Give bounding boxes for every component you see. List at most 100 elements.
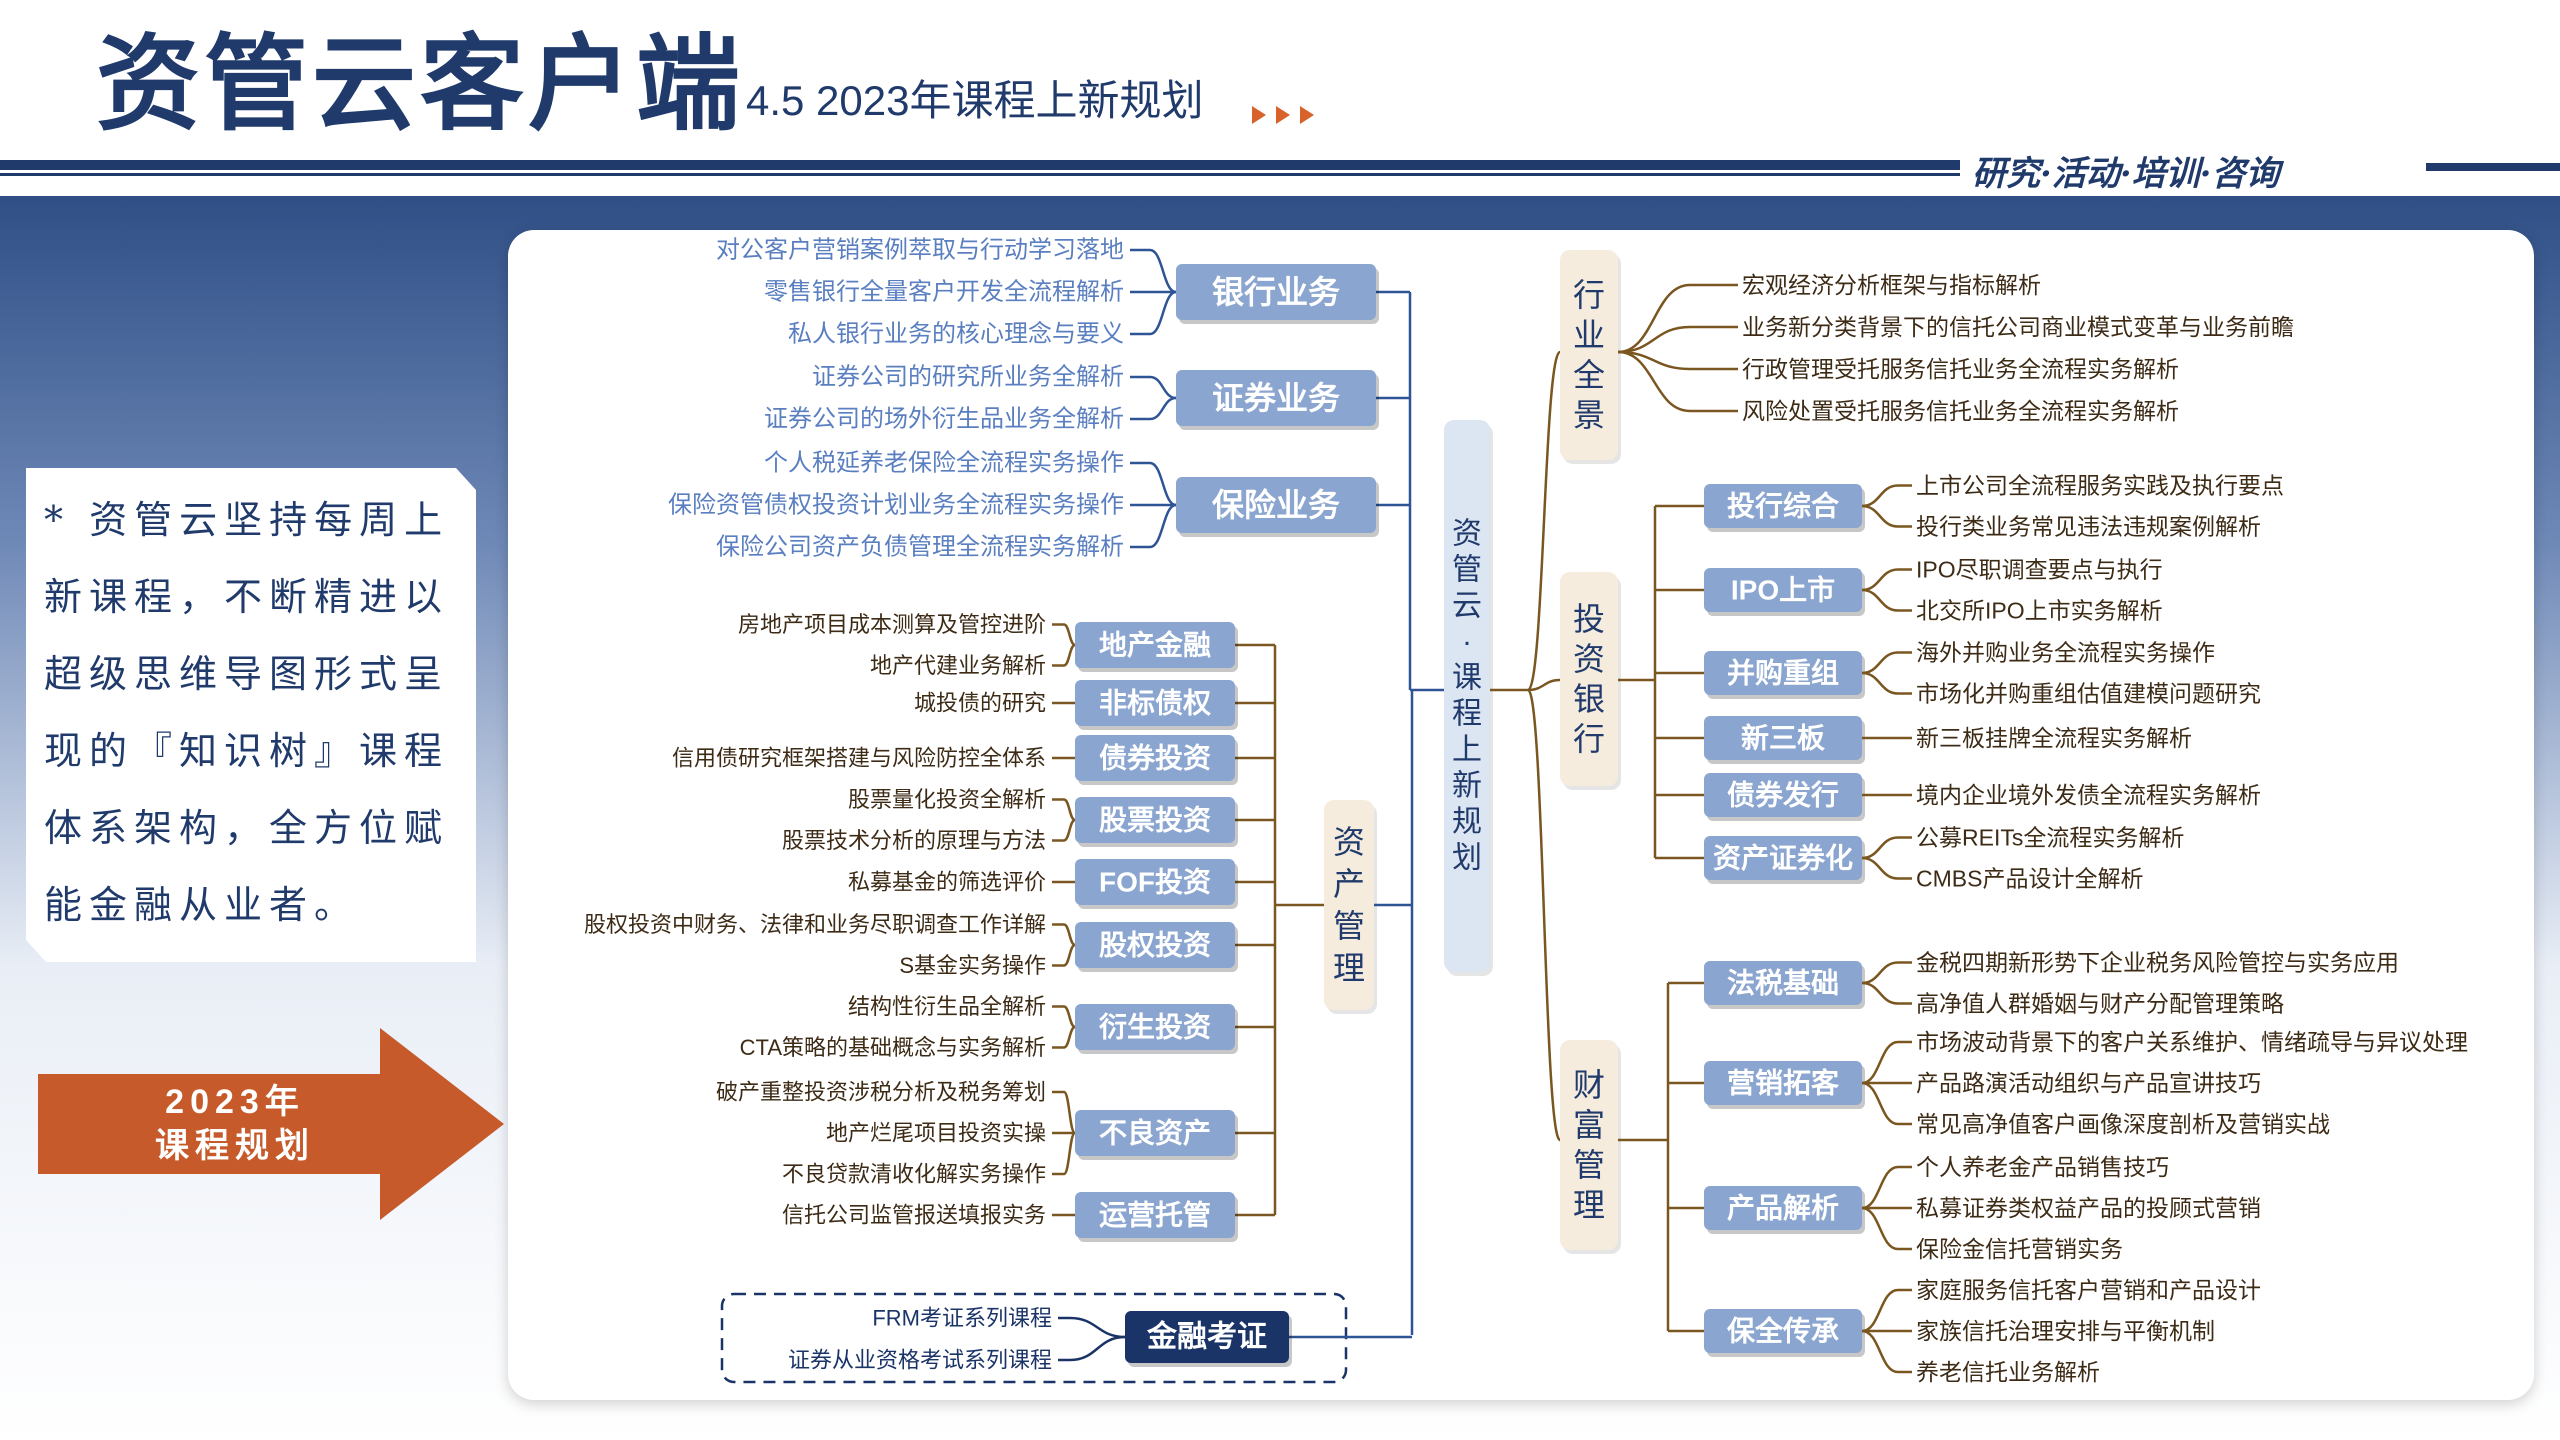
vbar-char: 管 — [1333, 908, 1365, 944]
asset-branch-node — [1075, 922, 1238, 972]
vbar-char: 上 — [1452, 734, 1482, 767]
course-label: 结构性衍生品全解析 — [848, 994, 1046, 1019]
course-label: 公募REITs全流程实务解析 — [1916, 825, 2184, 851]
chip-background — [1075, 797, 1235, 843]
course-label: 家族信托治理安排与平衡机制 — [1916, 1318, 2215, 1344]
chip-background — [1075, 859, 1235, 905]
vbar-char: 理 — [1573, 1187, 1605, 1223]
asset-branch-node — [1075, 680, 1238, 730]
course-label: 股票量化投资全解析 — [848, 787, 1046, 812]
note-line: 能金融从业者。 — [44, 883, 360, 927]
arrow-label-text: 课程规划 — [155, 1127, 315, 1165]
asset-management-node — [1324, 800, 1377, 1014]
connector-line — [1149, 396, 1177, 421]
course-label: 信托公司监管报送填报实务 — [782, 1203, 1046, 1228]
header-rule-thin — [0, 173, 1960, 176]
ibank-branch-node — [1704, 568, 1865, 616]
industry-node — [1560, 250, 1621, 464]
sector-node — [1176, 477, 1379, 537]
chip-background — [1075, 622, 1235, 668]
tagline: 研究·活动·培训·咨询 — [1972, 154, 2280, 194]
chip-background — [1704, 484, 1862, 528]
chip-label: 衍生投资 — [1099, 1012, 1211, 1043]
chip-label: 非标债权 — [1099, 688, 1211, 719]
investment-bank-node — [1560, 572, 1621, 790]
triple-arrow-icon — [1252, 106, 1314, 124]
connector-line — [1069, 1316, 1126, 1339]
course-label: 房地产项目成本测算及管控进阶 — [738, 612, 1046, 637]
connector-line — [1069, 1335, 1126, 1362]
chip-label: 债券发行 — [1727, 779, 1839, 811]
connector-line — [1063, 643, 1076, 667]
connector-line — [1861, 651, 1899, 675]
connector-line — [1861, 504, 1899, 528]
course-label: 保险金信托营销实务 — [1916, 1236, 2123, 1262]
course-label: 股权投资中财务、法律和业务尽职调查工作详解 — [584, 912, 1046, 937]
course-label: 零售银行全量客户开发全流程解析 — [764, 279, 1124, 306]
connector-line — [1063, 943, 1076, 967]
chip-label: 运营托管 — [1099, 1199, 1211, 1231]
root-node — [1444, 420, 1493, 976]
connector-line — [1149, 375, 1177, 400]
sector-node — [1176, 264, 1379, 324]
asset-branch-node — [1075, 735, 1238, 785]
course-label: 业务新分类背景下的信托公司商业模式变革与业务前瞻 — [1742, 314, 2294, 340]
connector-line — [1063, 923, 1076, 947]
note-line: * 资管云坚持每周上 — [44, 498, 450, 542]
asset-branch-node — [1075, 1192, 1238, 1242]
asset-branch-node — [1075, 1004, 1238, 1054]
course-label: 证券从业资格考试系列课程 — [788, 1348, 1052, 1373]
course-label: 新三板挂牌全流程实务解析 — [1916, 725, 2192, 751]
chip-background — [1125, 1311, 1289, 1363]
chip-label: 地产金融 — [1099, 629, 1211, 661]
course-label: 市场化并购重组估值建模问题研究 — [1916, 681, 2261, 707]
chip-label: 并购重组 — [1727, 657, 1839, 689]
asset-branch-node — [1075, 797, 1238, 847]
chip-label: 债券投资 — [1099, 743, 1211, 774]
chip-background — [1176, 370, 1376, 426]
chip-label: 资产证券化 — [1713, 843, 1853, 874]
vbar-char: · — [1462, 626, 1472, 659]
chip-label: 证券业务 — [1212, 380, 1340, 416]
vbar-char: 行 — [1573, 277, 1605, 313]
course-label: 保险资管债权投资计划业务全流程实务操作 — [668, 492, 1124, 519]
connector-line — [1526, 688, 1562, 1142]
connector-line — [1861, 981, 1899, 1005]
vbar-char: 规 — [1452, 806, 1482, 839]
vbar-background — [1560, 572, 1618, 786]
course-label: 投行类业务常见违法违规案例解析 — [1916, 514, 2261, 540]
vbar-char: 富 — [1573, 1107, 1605, 1143]
course-label: 宏观经济分析框架与指标解析 — [1742, 272, 2041, 298]
course-label: S基金实务操作 — [899, 953, 1046, 978]
connector-line — [1063, 798, 1076, 822]
chip-label: IPO上市 — [1731, 574, 1835, 606]
vbar-char: 银 — [1573, 681, 1605, 717]
connector-line — [1861, 588, 1899, 612]
chip-background — [1704, 773, 1862, 817]
course-label: 破产重整投资涉税分析及税务筹划 — [716, 1080, 1046, 1105]
connector-line — [1861, 1206, 1899, 1251]
course-label: 股票技术分析的原理与方法 — [782, 828, 1046, 853]
connector-line — [1861, 1165, 1899, 1210]
connector-line — [1149, 503, 1177, 549]
connector-line — [1861, 1040, 1899, 1085]
vbar-char: 全 — [1573, 357, 1605, 393]
course-label: 证券公司的研究所业务全解析 — [812, 364, 1124, 391]
ibank-branch-node — [1704, 484, 1865, 532]
course-label: 高净值人群婚姻与财产分配管理策略 — [1916, 991, 2284, 1017]
note-line: 新课程，不断精进以 — [44, 575, 450, 619]
connector-line — [1149, 461, 1177, 507]
chip-background — [1704, 836, 1862, 880]
course-label: 境内企业境外发债全流程实务解析 — [1916, 782, 2261, 808]
vbar-char: 投 — [1573, 601, 1605, 637]
header-rule-right — [2426, 163, 2560, 171]
course-label: 地产烂尾项目投资实操 — [826, 1121, 1046, 1146]
course-label: 家庭服务信托客户营销和产品设计 — [1916, 1277, 2261, 1303]
wealth-branch-node — [1704, 1309, 1865, 1357]
chip-label: 产品解析 — [1727, 1193, 1839, 1224]
vbar-char: 理 — [1333, 950, 1365, 986]
chip-label: 保全传承 — [1727, 1315, 1839, 1347]
course-label: 对公客户营销案例萃取与行动学习落地 — [716, 237, 1124, 264]
chip-label: 投行综合 — [1727, 490, 1840, 522]
course-label: 养老信托业务解析 — [1916, 1359, 2100, 1385]
